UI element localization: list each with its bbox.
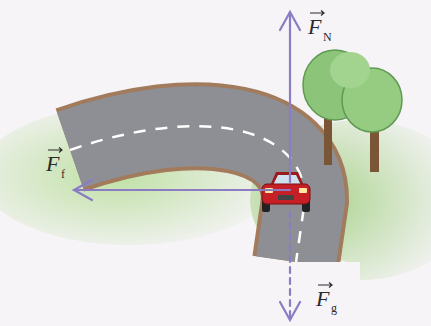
road [0, 100, 360, 326]
vector-overbars [48, 11, 332, 288]
car [262, 172, 310, 212]
friction-force-arrow [74, 189, 290, 191]
vector-symbol: F [316, 288, 329, 310]
vector-subscript: f [61, 168, 65, 180]
vector-symbol: F [46, 153, 59, 175]
force-arrows [74, 12, 300, 320]
arrowhead [280, 302, 300, 320]
vector-subscript: N [323, 31, 332, 43]
arrowhead [74, 180, 92, 200]
normal-force-arrow [289, 12, 291, 182]
gravity-force-arrow [289, 212, 291, 320]
trees [303, 50, 402, 172]
vector-subscript: g [331, 302, 337, 314]
vector-symbol: F [308, 16, 321, 38]
arrowhead [280, 12, 300, 30]
